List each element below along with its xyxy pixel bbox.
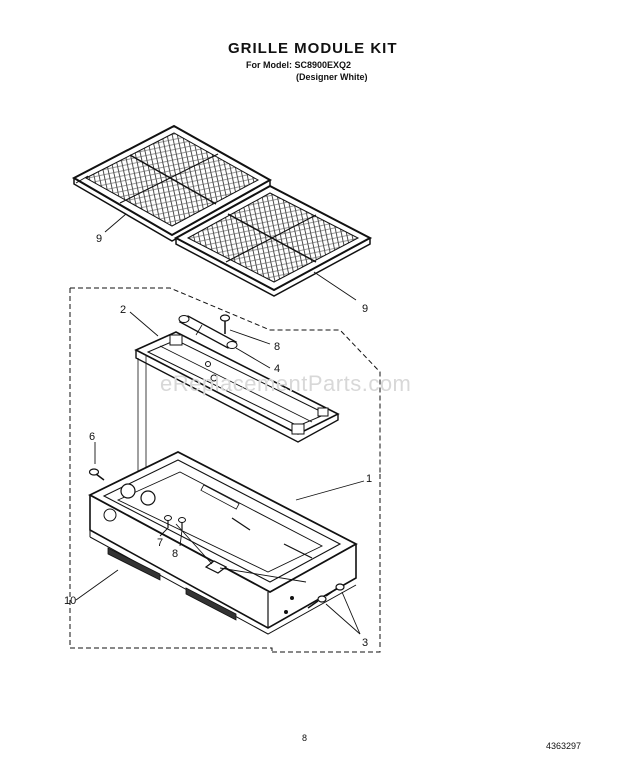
kit-boundary-dashed: [69, 287, 381, 653]
callout-2: 2: [120, 304, 126, 316]
page-number: 8: [302, 733, 308, 743]
callout-6: 6: [89, 431, 95, 443]
callout-3: 3: [362, 637, 368, 649]
callout-8-top: 8: [274, 341, 280, 353]
vent-slots: [107, 547, 237, 621]
right-grill-grate: [173, 184, 373, 297]
callout-8-bottom: 8: [172, 548, 178, 560]
screws-bottom: [284, 583, 345, 614]
drip-pan: [88, 450, 358, 635]
screws-inner: [164, 515, 186, 530]
callout-numbers: 9 9 2 8 4 6 1 7 8 10 3: [64, 233, 372, 649]
document-number: 4363297: [546, 741, 582, 751]
callout-7: 7: [157, 537, 163, 549]
callout-10: 10: [64, 595, 76, 607]
model-variant: (Designer White): [296, 72, 368, 82]
watermark-text: eReplacementParts.com: [160, 371, 412, 396]
leader-lines: [75, 213, 365, 635]
callout-1: 1: [366, 473, 372, 485]
heating-element-assembly: [134, 331, 340, 478]
callout-9-left: 9: [96, 233, 102, 245]
screw-top: [219, 314, 231, 334]
callout-9-right: 9: [362, 303, 368, 315]
left-grill-grate: [71, 124, 273, 242]
model-number: For Model: SC8900EXQ2: [246, 60, 352, 70]
page-title: GRILLE MODULE KIT: [228, 40, 398, 57]
callout-4: 4: [274, 363, 280, 375]
screw-left: [88, 468, 105, 481]
terminal-block: [178, 315, 238, 349]
